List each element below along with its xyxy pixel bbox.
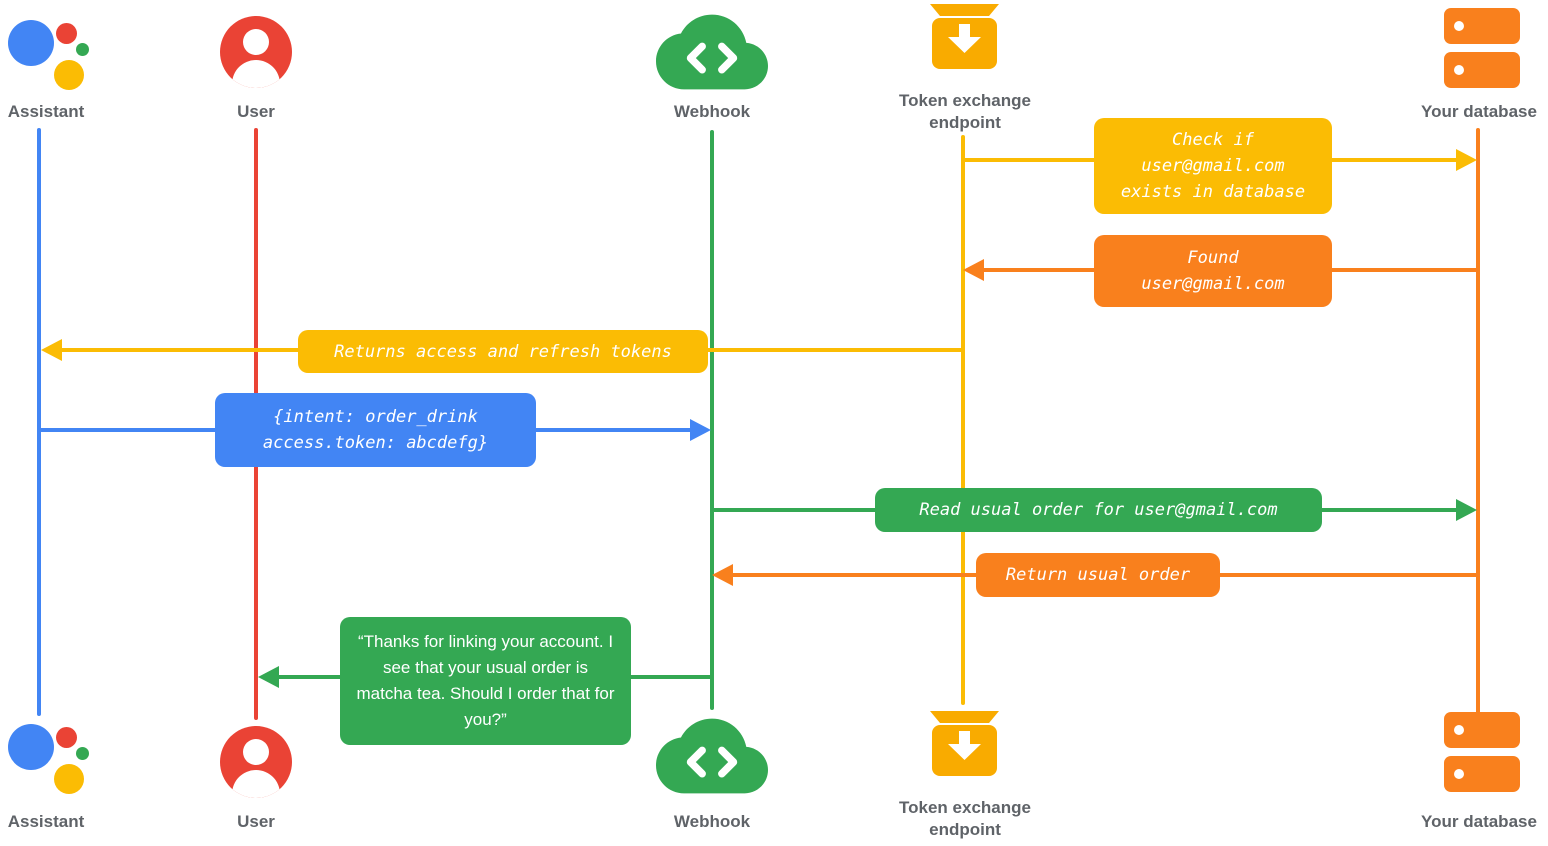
thanks-label: “Thanks for linking your account. I see … <box>340 617 631 745</box>
found-user-arrowhead-icon <box>963 259 984 281</box>
assistant-yellow-dot-icon <box>54 764 84 794</box>
webhook-cloud-icon-bottom <box>656 718 768 794</box>
user-body-icon <box>232 60 280 88</box>
intent-label: {intent: order_drink access.token: abcde… <box>215 393 536 467</box>
assistant-label-bottom: Assistant <box>7 812 85 831</box>
check-exists-label: Check if user@gmail.com exists in databa… <box>1094 118 1332 214</box>
read-order-label: Read usual order for user@gmail.com <box>875 488 1322 532</box>
database-dot-icon <box>1454 21 1464 31</box>
database-icon-top <box>1444 8 1520 88</box>
assistant-icon-top <box>6 8 90 92</box>
returns-tokens-arrowhead-icon <box>41 339 62 361</box>
returns-tokens-label: Returns access and refresh tokens <box>298 330 708 373</box>
check-exists-arrowhead-icon <box>1456 149 1477 171</box>
database-icon-bottom <box>1444 712 1520 792</box>
token-endpoint-icon-bottom <box>930 711 999 776</box>
database-label-bottom: Your database <box>1421 812 1537 831</box>
database-bar-icon <box>1444 52 1520 88</box>
user-label-top: User <box>237 102 275 121</box>
user-body-icon <box>232 770 280 798</box>
return-order-label: Return usual order <box>976 553 1220 597</box>
database-bar-icon <box>1444 712 1520 748</box>
user-label-bottom: User <box>237 812 275 831</box>
assistant-icon-bottom <box>6 712 90 796</box>
assistant-label-top: Assistant <box>7 102 85 121</box>
user-icon-top <box>220 16 292 88</box>
token-endpoint-lifeline <box>961 135 965 705</box>
read-order-arrowhead-icon <box>1456 499 1477 521</box>
assistant-lifeline <box>37 128 41 716</box>
database-dot-icon <box>1454 725 1464 735</box>
found-user-label: Found user@gmail.com <box>1094 235 1332 307</box>
assistant-blue-dot-icon <box>8 20 54 66</box>
intent-arrowhead-icon <box>690 419 711 441</box>
assistant-red-dot-icon <box>56 23 77 44</box>
database-label-top: Your database <box>1421 102 1537 121</box>
token-endpoint-label-bottom: Token exchange endpoint <box>899 798 1031 839</box>
assistant-blue-dot-icon <box>8 724 54 770</box>
database-lifeline <box>1476 128 1480 714</box>
thanks-arrowhead-icon <box>258 666 279 688</box>
return-order-arrowhead-icon <box>712 564 733 586</box>
user-icon-bottom <box>220 726 292 798</box>
token-endpoint-label-top: Token exchange endpoint <box>899 91 1031 132</box>
webhook-label-top: Webhook <box>673 102 751 121</box>
assistant-yellow-dot-icon <box>54 60 84 90</box>
webhook-cloud-icon-top <box>656 14 768 90</box>
webhook-label-bottom: Webhook <box>673 812 751 831</box>
assistant-red-dot-icon <box>56 727 77 748</box>
database-dot-icon <box>1454 769 1464 779</box>
database-dot-icon <box>1454 65 1464 75</box>
user-head-icon <box>243 739 269 765</box>
webhook-lifeline <box>710 130 714 710</box>
assistant-green-dot-icon <box>76 43 89 56</box>
assistant-green-dot-icon <box>76 747 89 760</box>
token-endpoint-icon-top <box>930 4 999 69</box>
database-bar-icon <box>1444 8 1520 44</box>
user-head-icon <box>243 29 269 55</box>
database-bar-icon <box>1444 756 1520 792</box>
